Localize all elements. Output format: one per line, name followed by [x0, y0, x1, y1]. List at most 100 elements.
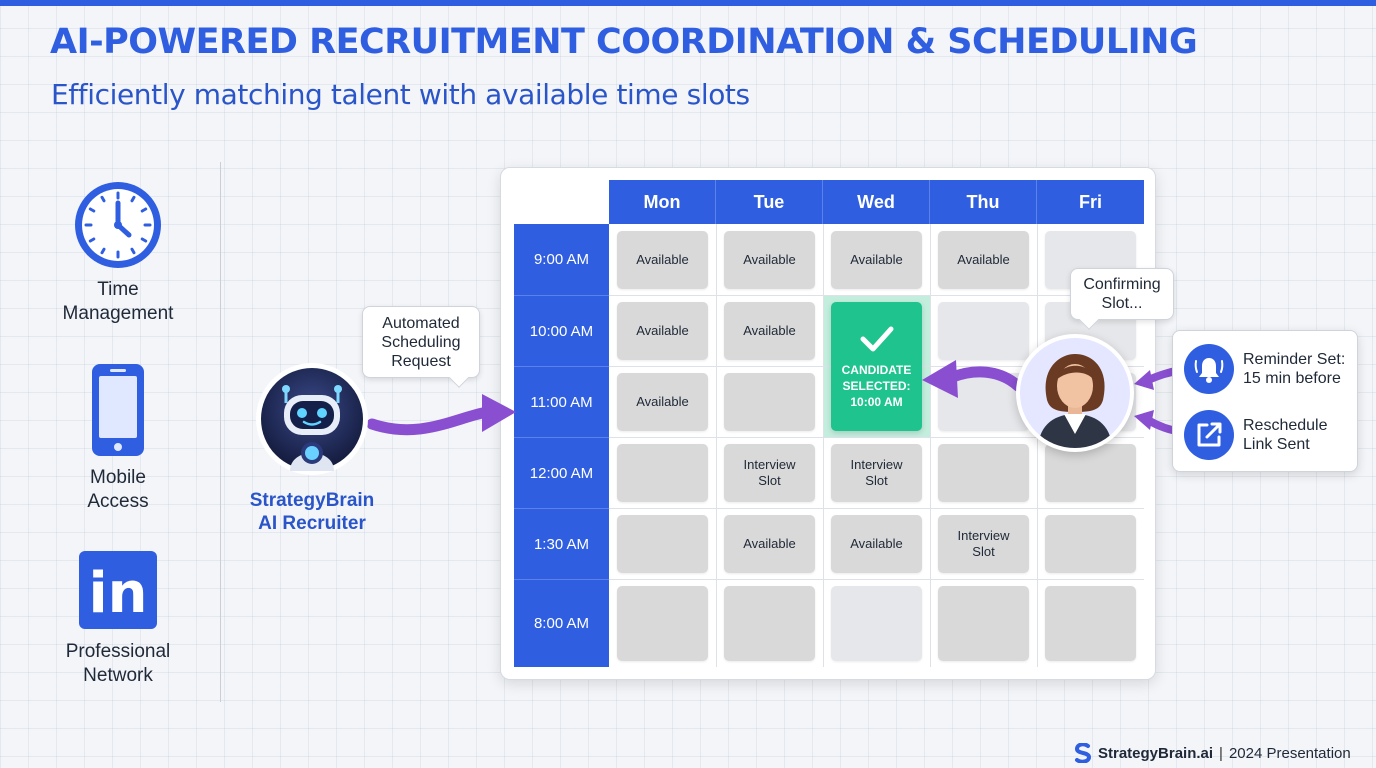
time-slot[interactable] — [724, 586, 815, 661]
notification-panel: Reminder Set: 15 min before Reschedule L… — [1172, 330, 1358, 472]
time-slot[interactable] — [1045, 515, 1136, 573]
time-slot[interactable]: Available — [724, 515, 815, 573]
time-slot[interactable] — [938, 373, 1029, 431]
feature-label-line: Network — [83, 665, 153, 686]
linkedin-icon: in — [79, 551, 157, 629]
page-subtitle: Efficiently matching talent with availab… — [51, 78, 750, 111]
time-slot[interactable]: Available — [831, 515, 922, 573]
time-label: 12:00 AM — [514, 437, 609, 508]
footer-note: 2024 Presentation — [1228, 744, 1351, 762]
time-slot[interactable]: Available — [938, 231, 1029, 289]
slot-text: Interview — [957, 528, 1010, 543]
feature-label-line: Professional — [65, 641, 171, 662]
footer-separator: | — [1219, 744, 1223, 762]
clock-icon — [75, 182, 161, 268]
feature-mobile-access: Mobile Access — [28, 362, 208, 514]
feature-label: Mobile Access — [28, 466, 208, 514]
time-slot[interactable] — [938, 444, 1029, 502]
grid-line — [823, 224, 824, 667]
recruiter-name-line: AI Recruiter — [258, 513, 366, 534]
time-slot[interactable] — [1045, 444, 1136, 502]
feature-professional-network: in Professional Network — [28, 550, 208, 688]
slot-text: Available — [957, 252, 1010, 267]
recruiter-name-line: StrategyBrain — [249, 490, 375, 511]
grid-line — [609, 437, 1144, 438]
time-slot[interactable]: Available — [617, 231, 708, 289]
ai-recruiter-robot-icon — [256, 363, 368, 475]
day-header-thu: Thu — [930, 180, 1037, 224]
slot-text: Available — [636, 252, 689, 267]
notification-line: Reminder Set: — [1243, 351, 1346, 368]
grid-line — [609, 295, 1144, 296]
selected-candidate-slot[interactable]: CANDIDATE SELECTED: 10:00 AM — [831, 302, 922, 431]
time-slot[interactable] — [724, 373, 815, 431]
slot-text: Available — [850, 252, 903, 267]
robot-to-calendar-arrow — [366, 406, 493, 436]
checkmark-icon — [860, 326, 893, 351]
bubble-text: Confirming — [1083, 276, 1161, 293]
grid-line — [930, 224, 931, 667]
feature-label-line: Access — [87, 491, 149, 512]
page-title: AI-POWERED RECRUITMENT COORDINATION & SC… — [50, 22, 1198, 62]
reschedule-notification: Reschedule Link Sent — [1183, 409, 1328, 461]
time-slot[interactable] — [617, 515, 708, 573]
day-header-mon: Mon — [609, 180, 716, 224]
time-slot[interactable]: Available — [617, 373, 708, 431]
time-slot[interactable]: Available — [724, 302, 815, 360]
feature-label-line: Management — [62, 303, 174, 324]
slot-text: Interview — [850, 457, 903, 472]
selected-text: CANDIDATE — [841, 362, 912, 377]
notification-line: Link Sent — [1243, 436, 1310, 453]
feature-time-management: Time Management — [28, 178, 208, 326]
feature-label-line: Time — [97, 279, 139, 300]
time-slot[interactable] — [938, 586, 1029, 661]
selected-text: SELECTED: — [842, 378, 911, 393]
sidebar-divider — [220, 162, 221, 702]
footer-brand: StrategyBrain.ai — [1098, 744, 1214, 762]
time-slot[interactable] — [831, 586, 922, 661]
bubble-text: Scheduling — [381, 333, 461, 351]
time-column — [514, 224, 609, 667]
notification-line: Reschedule — [1243, 417, 1328, 434]
day-header-fri: Fri — [1037, 180, 1144, 224]
time-label: 1:30 AM — [514, 508, 609, 579]
slot-text: Available — [743, 252, 796, 267]
grid-line — [609, 508, 1144, 509]
slot-text: Available — [743, 536, 796, 551]
slot-text: Available — [850, 536, 903, 551]
selected-text: 10:00 AM — [850, 394, 903, 409]
slot-text: Slot — [758, 473, 781, 488]
recruiter-name: StrategyBrain AI Recruiter — [232, 489, 392, 535]
reminder-notification: Reminder Set: 15 min before — [1183, 343, 1345, 395]
footer: StrategyBrain.ai | 2024 Presentation — [1074, 742, 1364, 764]
top-accent-bar — [0, 0, 1376, 6]
time-label: 9:00 AM — [533, 251, 590, 268]
slot-text: Interview — [743, 457, 796, 472]
time-label: 11:00 AM — [514, 366, 609, 437]
bell-icon — [1184, 344, 1234, 394]
confirming-slot-bubble: Confirming Slot... — [1070, 268, 1174, 320]
scheduling-request-bubble: Automated Scheduling Request — [362, 306, 480, 378]
svg-text:in: in — [88, 561, 147, 626]
time-slot[interactable] — [938, 302, 1029, 360]
external-link-icon — [1184, 410, 1234, 460]
slot-text: Available — [743, 323, 796, 338]
bubble-text: Slot... — [1101, 295, 1143, 312]
time-slot[interactable]: Available — [831, 231, 922, 289]
time-slot[interactable] — [617, 444, 708, 502]
grid-line — [609, 579, 1144, 580]
time-label: 8:00 AM — [514, 579, 609, 667]
strategybrain-logo-icon — [1074, 743, 1092, 763]
grid-line — [716, 224, 717, 667]
notification-line: 15 min before — [1243, 370, 1341, 387]
slot-text: Slot — [865, 473, 888, 488]
slot-text: Slot — [972, 544, 995, 559]
time-slot[interactable]: Available — [724, 231, 815, 289]
time-slot[interactable]: Available — [617, 302, 708, 360]
time-slot[interactable] — [1045, 586, 1136, 661]
time-slot[interactable] — [617, 586, 708, 661]
smartphone-icon — [92, 364, 144, 456]
